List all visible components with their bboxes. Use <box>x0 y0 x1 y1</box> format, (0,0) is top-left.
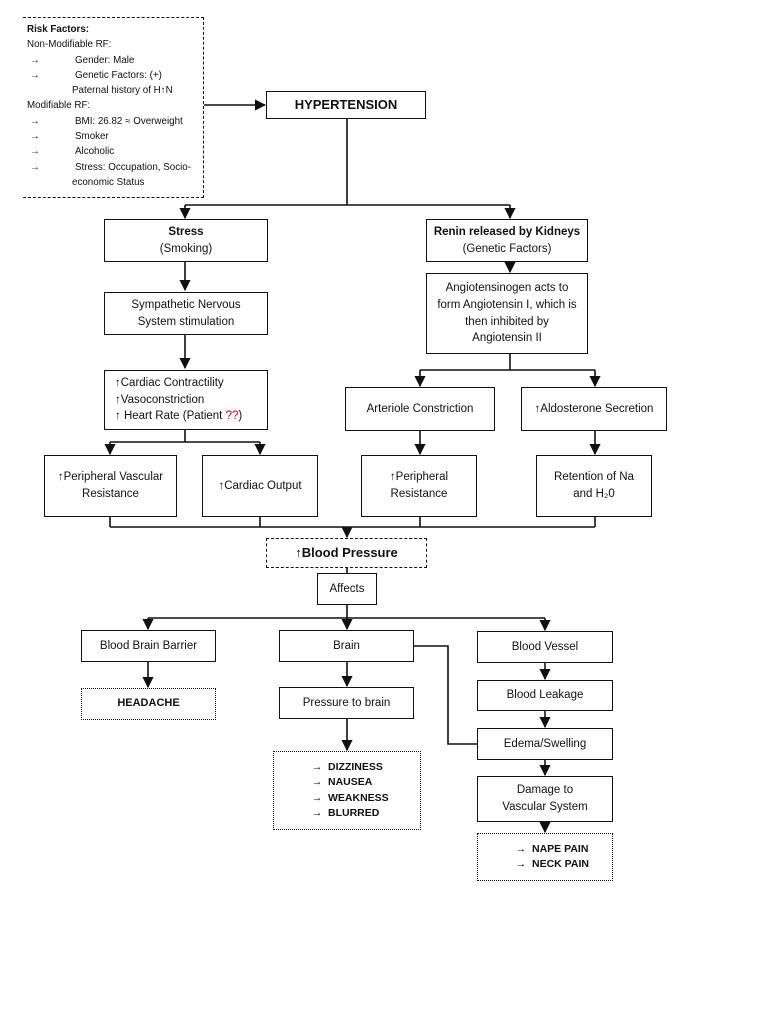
node-angiotensinogen: Angiotensinogen acts to form Angiotensin… <box>426 273 588 354</box>
node-blood-brain-barrier: Blood Brain Barrier <box>81 630 216 662</box>
node-pressure-to-brain: Pressure to brain <box>279 687 414 719</box>
node-peripheral-resistance: ↑Peripheral Resistance <box>361 455 477 517</box>
node-cardiac-effects: ↑Cardiac Contractility ↑Vasoconstriction… <box>104 370 268 430</box>
risk-item-smoker: →Smoker <box>30 130 109 142</box>
node-blood-leakage: Blood Leakage <box>477 680 613 711</box>
node-damage-vascular: Damage to Vascular System <box>477 776 613 822</box>
node-cardiac-output: ↑Cardiac Output <box>202 455 318 517</box>
node-hypertension: HYPERTENSION <box>266 91 426 119</box>
line-brain-to-edema <box>414 645 477 745</box>
risk-item-gender: →Gender: Male <box>30 54 135 66</box>
risk-factors-title: Risk Factors: <box>27 24 90 35</box>
risk-item-genetic: →Genetic Factors: (+) <box>30 69 162 81</box>
symptom-neck-pain: →NECK PAIN <box>515 858 589 870</box>
node-brain-symptoms: →DIZZINESS →NAUSEA →WEAKNESS →BLURRED <box>273 751 421 830</box>
heart-rate-line: ↑ Heart Rate (Patient ??) <box>115 410 243 423</box>
node-renin: Renin released by Kidneys (Genetic Facto… <box>426 219 588 262</box>
risk-item-bmi: →BMI: 26.82 ≈ Overweight <box>30 115 183 127</box>
symptom-dizziness: →DIZZINESS <box>311 761 383 774</box>
node-arteriole: Arteriole Constriction <box>345 387 495 431</box>
node-brain: Brain <box>279 630 414 662</box>
node-affects: Affects <box>317 573 377 605</box>
node-vessel-symptoms: →NAPE PAIN →NECK PAIN <box>477 833 613 881</box>
node-peripheral-vascular-resistance: ↑Peripheral Vascular Resistance <box>44 455 177 517</box>
symptom-blurred: →BLURRED <box>311 806 380 819</box>
risk-item-paternal: Paternal history of H↑N <box>72 85 173 97</box>
modifiable-label: Modifiable RF: <box>27 100 91 112</box>
node-stress: Stress (Smoking) <box>104 219 268 262</box>
risk-item-stress: →Stress: Occupation, Socio- <box>30 161 191 173</box>
non-modifiable-label: Non-Modifiable RF: <box>27 39 112 51</box>
risk-item-stress-cont: economic Status <box>72 176 145 188</box>
risk-factors-panel: Risk Factors: Non-Modifiable RF: →Gender… <box>23 17 204 198</box>
node-sympathetic: Sympathetic Nervous System stimulation <box>104 292 268 335</box>
node-headache: HEADACHE <box>81 688 216 720</box>
symptom-nape-pain: →NAPE PAIN <box>515 842 589 855</box>
risk-item-alcoholic: →Alcoholic <box>30 146 115 158</box>
symptom-weakness: →WEAKNESS <box>311 791 389 804</box>
symptom-nausea: →NAUSEA <box>311 776 373 789</box>
node-blood-vessel: Blood Vessel <box>477 631 613 663</box>
node-blood-pressure: ↑Blood Pressure <box>266 538 427 568</box>
node-aldosterone: ↑Aldosterone Secretion <box>521 387 667 431</box>
node-retention: Retention of Na and H₂0 <box>536 455 652 517</box>
node-edema: Edema/Swelling <box>477 728 613 760</box>
